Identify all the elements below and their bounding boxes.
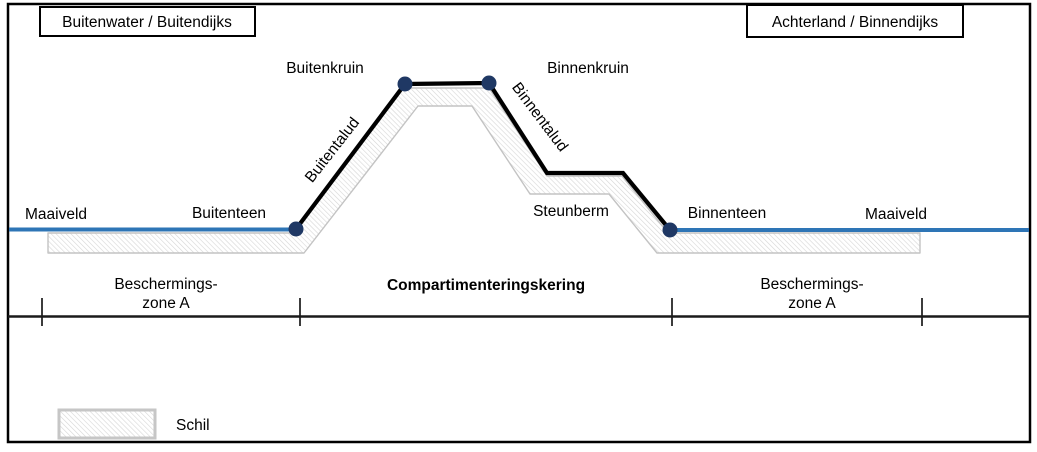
- dike-profile-line: [294, 80, 672, 232]
- legend-schil-label: Schil: [176, 417, 210, 434]
- right-header-label: Achterland / Binnendijks: [772, 14, 939, 31]
- buitenkruin-node: [397, 76, 413, 92]
- outer-border: [6, 2, 1032, 444]
- binnenteen-node: [662, 222, 678, 238]
- maaiveld-left-label: Maaiveld: [25, 206, 87, 223]
- zone-left-label-line1: Beschermings-: [114, 276, 217, 293]
- left-header-box: [39, 6, 256, 37]
- legend-schil-swatch: [57, 408, 157, 440]
- buitenkruin-label: Buitenkruin: [286, 60, 364, 77]
- zone-right-label-line2: zone A: [788, 295, 836, 312]
- binnenteen-label: Binnenteen: [688, 205, 766, 222]
- right-header-box: [746, 4, 964, 38]
- buitenteen-label: Buitenteen: [192, 205, 266, 222]
- zone-right-label-line1: Beschermings-: [760, 276, 863, 293]
- left-header-label: Buitenwater / Buitendijks: [62, 14, 232, 31]
- zone-left-label-line2: zone A: [142, 295, 190, 312]
- binnenkruin-node: [481, 75, 497, 91]
- steunberm-label: Steunberm: [533, 203, 609, 220]
- schil-shell-band: [47, 87, 921, 254]
- binnenkruin-label: Binnenkruin: [547, 60, 629, 77]
- compartimenteringskering-label: Compartimenteringskering: [387, 277, 585, 294]
- maaiveld-right-label: Maaiveld: [865, 206, 927, 223]
- buitenteen-node: [288, 221, 304, 237]
